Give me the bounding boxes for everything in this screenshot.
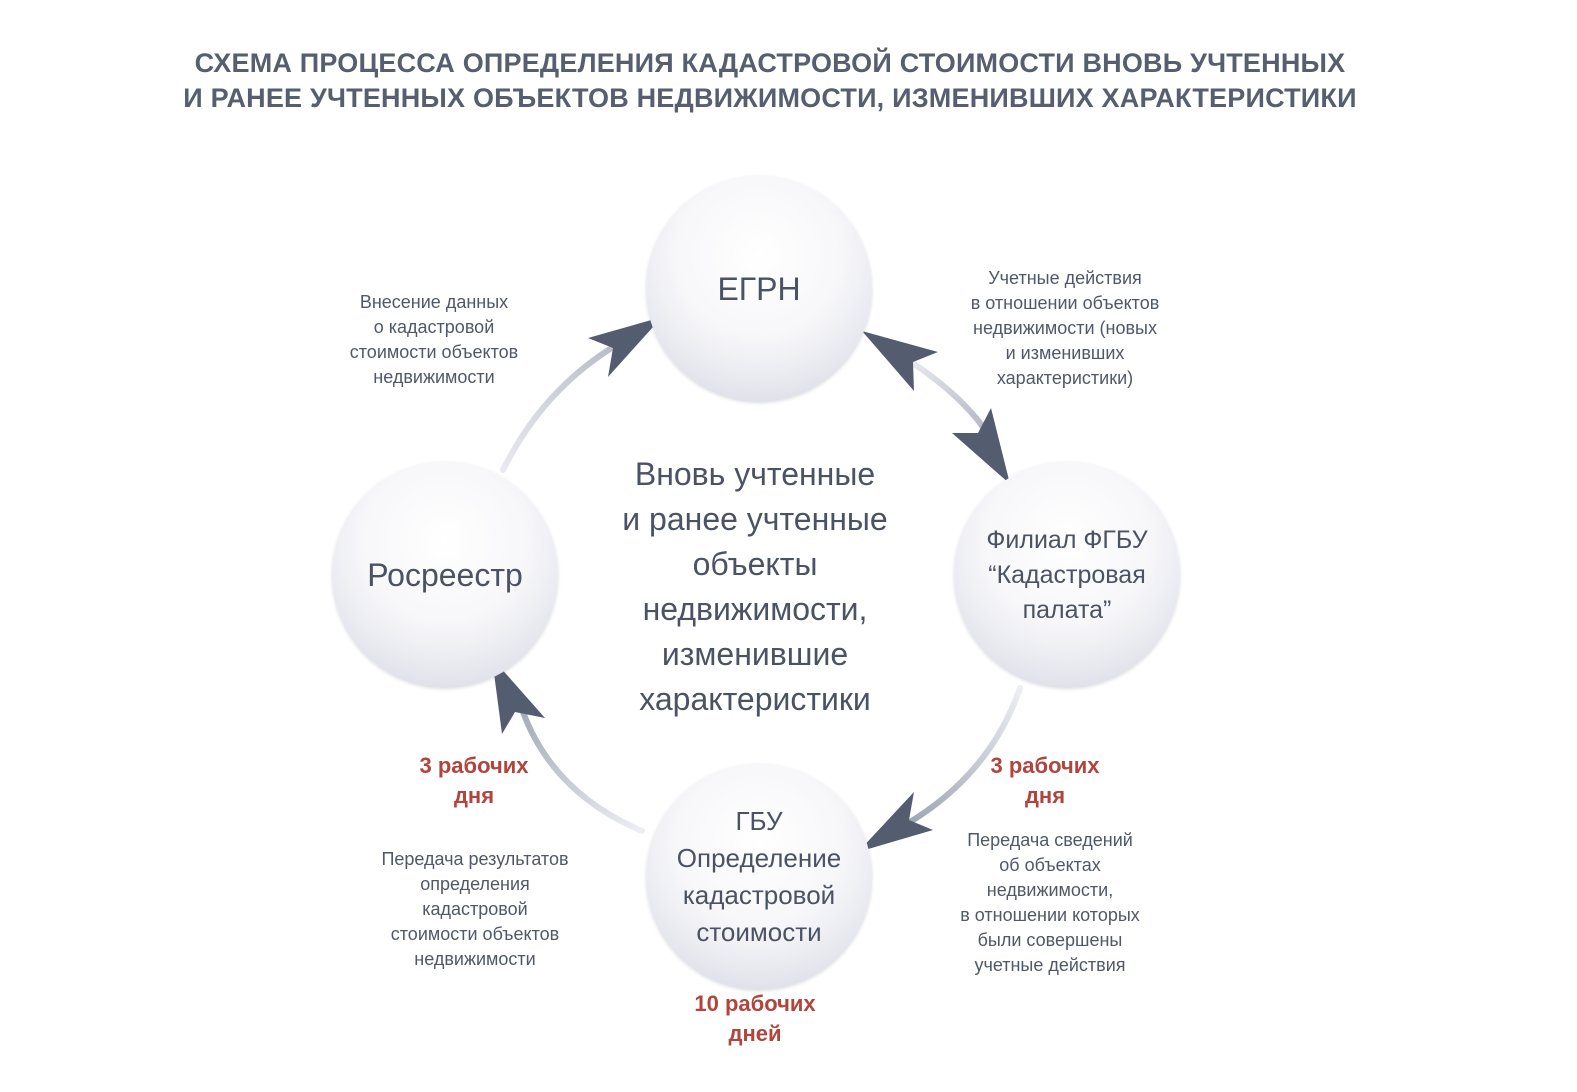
days-line: дня — [1024, 783, 1066, 808]
note-top-right: Учетные действия в отношении объектов не… — [955, 266, 1175, 391]
arrowhead-to-egrn — [862, 331, 938, 391]
note-line: стоимости объектов — [349, 342, 519, 362]
node-gbu-line: стоимости — [696, 917, 822, 947]
note-line: о кадастровой — [373, 317, 495, 337]
note-line: учетные действия — [974, 955, 1126, 975]
note-line: Передача сведений — [967, 830, 1133, 850]
arrowhead-filial-to-gbu — [858, 792, 933, 852]
center-line: изменившие — [661, 636, 849, 672]
days-line: 3 рабочих — [990, 753, 1100, 778]
center-line: и ранее учтенные — [622, 501, 888, 537]
note-line: в отношении которых — [960, 905, 1140, 925]
days-right: 3 рабочих дня — [965, 751, 1125, 811]
note-line: об объектах — [999, 855, 1101, 875]
node-filial: Филиал ФГБУ “Кадастровая палата” — [954, 462, 1180, 688]
center-line: объекты — [692, 546, 818, 582]
days-line: дня — [453, 783, 495, 808]
center-line: недвижимости, — [642, 591, 868, 627]
note-bottom-left: Передача результатов определения кадастр… — [365, 847, 585, 972]
node-egrn-label: ЕГРН — [717, 270, 801, 307]
note-line: и изменивших — [1005, 343, 1125, 363]
days-bottom: 10 рабочих дней — [675, 989, 835, 1049]
node-gbu-line: кадастровой — [682, 880, 836, 910]
note-line: кадастровой — [422, 899, 528, 919]
days-line: 3 рабочих — [419, 753, 529, 778]
days-left: 3 рабочих дня — [394, 751, 554, 811]
node-gbu-line: ГБУ — [735, 806, 783, 836]
title-line-1: СХЕМА ПРОЦЕССА ОПРЕДЕЛЕНИЯ КАДАСТРОВОЙ С… — [194, 48, 1346, 78]
arrow-filial-to-gbu — [902, 685, 1023, 828]
note-line: определения — [420, 874, 530, 894]
note-line: недвижимости, — [986, 880, 1114, 900]
note-line: были совершены — [977, 930, 1123, 950]
note-bottom-right: Передача сведений об объектах недвижимос… — [940, 828, 1160, 978]
arrow-rosreestr-to-egrn — [500, 337, 628, 473]
arrow-gbu-to-rosreestr — [520, 709, 645, 834]
note-line: Учетные действия — [988, 268, 1142, 288]
node-gbu: ГБУ Определение кадастровой стоимости — [646, 764, 872, 990]
note-line: Внесение данных — [359, 292, 509, 312]
node-gbu-line: Определение — [676, 843, 842, 873]
center-label: Вновь учтенные и ранее учтенные объекты … — [575, 452, 935, 722]
node-rosreestr: Росреестр — [332, 462, 558, 688]
note-top-left: Внесение данных о кадастровой стоимости … — [334, 290, 534, 390]
note-line: недвижимости — [373, 367, 495, 387]
arrowhead-rosreestr-to-egrn — [588, 317, 662, 377]
diagram-title: СХЕМА ПРОЦЕССА ОПРЕДЕЛЕНИЯ КАДАСТРОВОЙ С… — [0, 46, 1540, 116]
title-line-2: И РАНЕЕ УЧТЕННЫХ ОБЪЕКТОВ НЕДВИЖИМОСТИ, … — [183, 83, 1357, 113]
node-egrn: ЕГРН — [646, 176, 872, 402]
note-line: в отношении объектов — [970, 293, 1160, 313]
arrowhead-gbu-to-rosreestr — [492, 658, 545, 734]
center-line: характеристики — [639, 681, 871, 717]
node-rosreestr-label: Росреестр — [367, 556, 523, 593]
note-line: недвижимости (новых — [973, 318, 1157, 338]
days-line: 10 рабочих — [694, 991, 816, 1016]
node-filial-line: “Кадастровая — [988, 560, 1146, 589]
note-line: характеристики) — [996, 368, 1134, 388]
node-filial-line: палата” — [1022, 595, 1112, 624]
note-line: недвижимости — [414, 949, 536, 969]
arrowhead-to-filial — [952, 408, 1010, 484]
note-line: Передача результатов — [381, 849, 569, 869]
note-line: стоимости объектов — [390, 924, 560, 944]
node-filial-line: Филиал ФГБУ — [986, 525, 1148, 554]
days-line: дней — [728, 1021, 782, 1046]
center-line: Вновь учтенные — [634, 456, 876, 492]
